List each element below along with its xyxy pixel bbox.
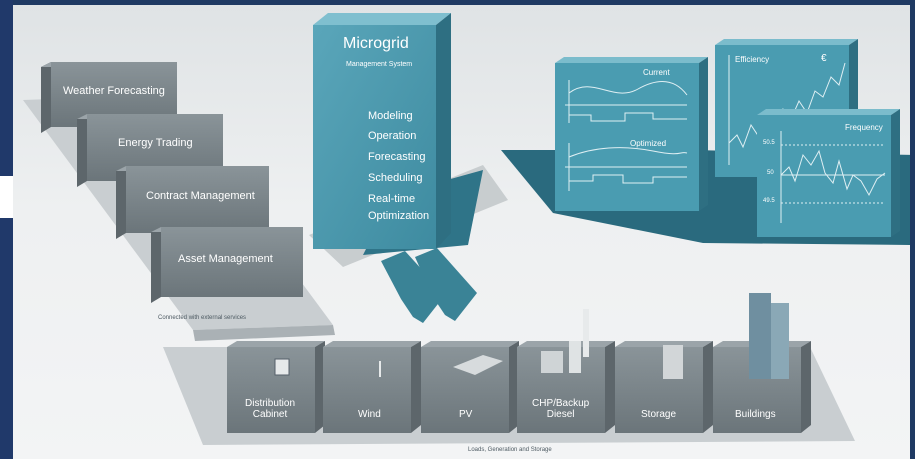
- core-cube: [313, 13, 451, 249]
- panel-current-label: Current: [643, 68, 670, 77]
- arrow-right: [415, 248, 477, 321]
- frequency-tick-2: 50: [767, 170, 774, 176]
- asset-box-buildings: [713, 293, 811, 433]
- asset-label-chp-line1: CHP/Backup: [532, 398, 590, 409]
- white-notch: [0, 176, 13, 218]
- ems-label-energy: Energy Trading: [118, 137, 193, 149]
- asset-box-chp: [517, 309, 615, 433]
- asset-label-pv: PV: [459, 409, 473, 420]
- core-feature-2: Operation: [368, 130, 417, 142]
- asset-label-distribution-line2: Cabinet: [252, 409, 288, 420]
- diagram-svg: [23, 13, 910, 445]
- panel-efficiency-label: Efficiency: [735, 55, 770, 64]
- panel-frequency: [757, 109, 900, 237]
- core-feature-6: Optimization: [368, 210, 430, 222]
- ems-box-asset: [151, 227, 303, 303]
- asset-label-storage: Storage: [641, 409, 677, 420]
- ems-footer: Connected with external services: [158, 315, 247, 321]
- core-feature-4: Scheduling: [368, 172, 423, 184]
- core-feature-5: Real-time: [368, 193, 416, 205]
- ems-label-weather: Weather Forecasting: [63, 85, 165, 97]
- ems-platform-edge: [193, 325, 335, 341]
- asset-label-wind: Wind: [358, 409, 381, 420]
- ems-label-contract: Contract Management: [146, 190, 255, 202]
- asset-label-buildings: Buildings: [735, 409, 776, 420]
- panel-current-optimized: [555, 57, 708, 211]
- ems-box-contract: [116, 166, 269, 239]
- core-subtitle: Management System: [346, 61, 413, 68]
- asset-box-pv: [421, 341, 519, 433]
- frequency-tick-1: 50.5: [763, 140, 775, 146]
- panel-optimized-label: Optimized: [630, 139, 667, 148]
- core-title: Microgrid: [343, 35, 409, 52]
- ems-label-asset: Asset Management: [178, 253, 273, 265]
- core-feature-3: Forecasting: [368, 151, 426, 163]
- asset-label-chp: CHP/Backup Diesel: [532, 398, 589, 420]
- asset-label-distribution: Distribution Cabinet: [245, 398, 295, 420]
- frequency-tick-3: 49.5: [763, 198, 775, 204]
- panel-frequency-label: Frequency: [845, 123, 883, 132]
- panel-currency-label: €: [821, 53, 827, 64]
- asset-box-wind: [323, 341, 421, 433]
- diagram-canvas: Weather Forecasting Energy Trading Contr…: [13, 5, 910, 459]
- arrow-left: [381, 251, 445, 323]
- core-feature-1: Modeling: [368, 110, 413, 122]
- asset-label-chp-line2: Diesel: [546, 409, 575, 420]
- asset-box-storage: [615, 341, 713, 433]
- assets-footer: Loads, Generation and Storage: [468, 447, 552, 453]
- left-accent-strip: [0, 0, 13, 459]
- asset-box-distribution: [227, 341, 325, 433]
- asset-label-distribution-line1: Distribution: [245, 398, 296, 409]
